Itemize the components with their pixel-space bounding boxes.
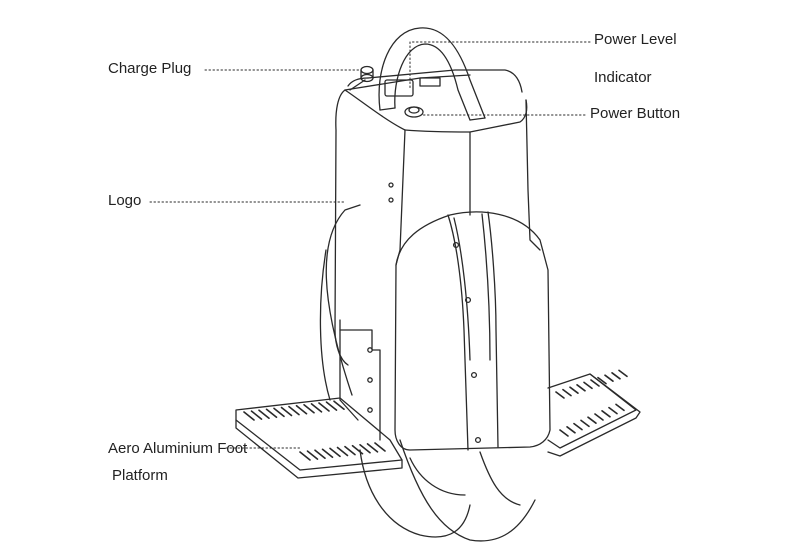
callout-logo: Logo bbox=[108, 191, 141, 211]
tread-line bbox=[295, 404, 308, 415]
right-platform-treads bbox=[555, 369, 628, 437]
tread-line bbox=[555, 391, 565, 399]
leader-lines bbox=[149, 41, 591, 449]
label-logo: Logo bbox=[108, 192, 142, 209]
tread-line bbox=[250, 410, 263, 420]
tread-line bbox=[329, 447, 341, 458]
label-aero-aluminium-foot: Aero Aluminium Foot bbox=[108, 440, 248, 457]
tread-line bbox=[288, 405, 300, 416]
tread-line bbox=[583, 381, 593, 390]
tread-line bbox=[590, 379, 600, 387]
tread-line bbox=[325, 401, 338, 411]
tread-line bbox=[344, 445, 356, 456]
tread-line bbox=[314, 449, 326, 460]
carry-handle bbox=[378, 27, 486, 121]
tread-line bbox=[310, 403, 323, 413]
tread-line bbox=[594, 413, 604, 421]
top-controls bbox=[349, 65, 441, 118]
tread-line bbox=[321, 448, 334, 459]
tread-line bbox=[306, 450, 319, 460]
label-charge-plug: Charge Plug bbox=[108, 60, 192, 77]
tread-line bbox=[580, 419, 590, 428]
main-housing bbox=[334, 69, 541, 421]
tread-line bbox=[273, 407, 285, 418]
tread-line bbox=[597, 376, 607, 385]
tread-line bbox=[559, 429, 569, 437]
tread-line bbox=[611, 371, 621, 380]
tread-line bbox=[601, 409, 611, 418]
label-power-button: Power Button bbox=[590, 105, 681, 122]
tread-line bbox=[573, 422, 583, 431]
left-foot-platform bbox=[235, 329, 403, 479]
front-fender bbox=[394, 211, 551, 451]
tread-line bbox=[303, 403, 315, 414]
tread-line bbox=[608, 406, 618, 415]
tread-line bbox=[258, 409, 270, 420]
tread-line bbox=[333, 400, 345, 411]
tread-line bbox=[566, 425, 576, 434]
label-indicator: Indicator bbox=[594, 69, 652, 86]
front-wheel bbox=[359, 449, 521, 538]
tread-line bbox=[336, 446, 349, 457]
tread-line bbox=[604, 374, 614, 383]
right-foot-platform bbox=[547, 369, 641, 457]
callout-power-button: Power Button bbox=[590, 104, 680, 124]
tread-line bbox=[243, 411, 255, 421]
tread-line bbox=[374, 442, 386, 452]
tread-line bbox=[587, 416, 597, 425]
tread-line bbox=[562, 388, 572, 397]
label-power-level: Power Level bbox=[594, 31, 677, 48]
tread-line bbox=[299, 451, 311, 461]
tread-line bbox=[359, 443, 371, 454]
callout-power-level-indicator: Power Level Indicator bbox=[594, 21, 677, 97]
tread-line bbox=[265, 408, 278, 419]
tread-line bbox=[318, 402, 330, 412]
tread-line bbox=[280, 406, 293, 417]
tread-line bbox=[569, 386, 579, 395]
label-platform: Platform bbox=[112, 467, 168, 484]
tread-line bbox=[366, 443, 379, 453]
tread-line bbox=[576, 383, 586, 392]
callout-foot-platform: Aero Aluminium Foot Platform bbox=[108, 435, 247, 489]
tread-line bbox=[351, 444, 364, 455]
left-platform-treads bbox=[243, 400, 386, 461]
rear-wheel bbox=[319, 204, 536, 542]
callout-charge-plug: Charge Plug bbox=[108, 59, 191, 79]
tread-line bbox=[618, 369, 628, 378]
tread-line bbox=[615, 403, 625, 412]
